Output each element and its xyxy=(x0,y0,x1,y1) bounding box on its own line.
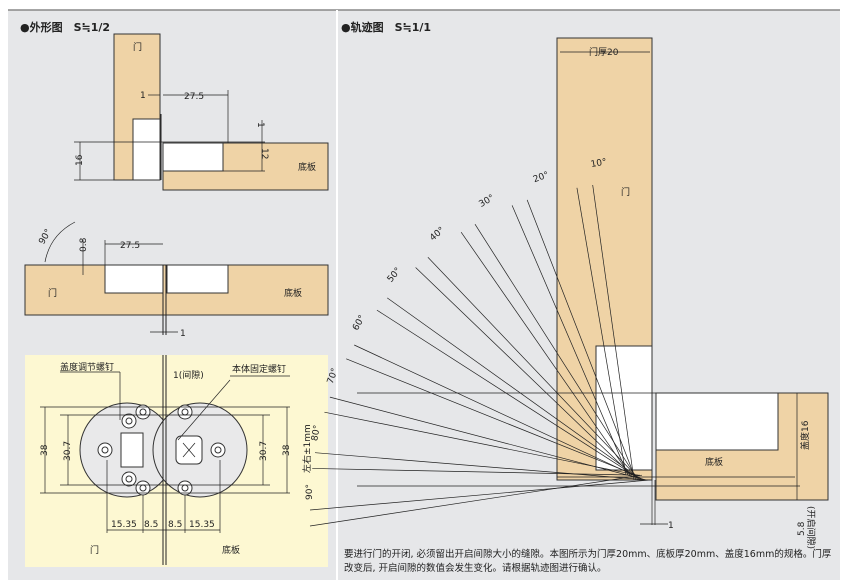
side-dim-27-5: 27.5 xyxy=(120,241,140,251)
trajectory-line-10 xyxy=(592,184,635,481)
top-view: 1 27.5 1 12 16 门 底板 xyxy=(74,33,329,191)
right-title: ●轨迹图 S≒1/1 xyxy=(341,20,431,34)
door-label: 门 xyxy=(133,41,142,53)
board-label: 底板 xyxy=(298,161,316,173)
cover-label: 盖度16 xyxy=(799,420,811,450)
plan-door-label: 门 xyxy=(90,544,99,556)
trajectory-line-20 xyxy=(526,199,637,481)
plan-view: 盖度调节螺钉 1(间隙) 本体固定螺钉 38 30.7 30.7 38 左右±1… xyxy=(25,355,328,567)
traj-board-label: 底板 xyxy=(705,456,723,468)
dim-1b: 1 xyxy=(255,122,265,128)
gap-label: 1(间隙) xyxy=(173,369,204,381)
side-dim-gap: 1 xyxy=(180,329,186,339)
trajectory-line-30 xyxy=(460,232,631,476)
bottom-dim-1: 15.35 xyxy=(111,520,137,530)
adjust-label: 左右±1mm xyxy=(301,424,313,473)
open-gap-label: (开启间隙) xyxy=(805,506,817,549)
trajectory-line-90 xyxy=(309,474,643,527)
trajectory-line-80 xyxy=(312,468,641,476)
traj-door-label: 门 xyxy=(621,186,630,198)
dim-16: 16 xyxy=(75,154,85,166)
dim-38-left: 38 xyxy=(40,444,50,456)
trajectory-line-40 xyxy=(427,256,641,481)
dim-27-5: 27.5 xyxy=(184,92,204,102)
angle-label-80: 80° xyxy=(310,424,323,441)
trajectory-line-90 xyxy=(309,479,651,511)
left-title: ●外形图 S≒1/2 xyxy=(20,20,110,34)
side-board-label: 底板 xyxy=(284,287,302,299)
plan-board-label: 底板 xyxy=(222,544,240,556)
cover-screw-label: 盖度调节螺钉 xyxy=(60,361,114,373)
trajectory-line-80 xyxy=(314,452,649,481)
note-text: 要进行门的开闭, 必须留出开启间隙大小的缝隙。本图所示为门厚20mm、底板厚20… xyxy=(344,549,832,574)
trajectory-line-30 xyxy=(474,224,639,481)
bottom-dim-2: 8.5 xyxy=(144,520,158,530)
side-door-label: 门 xyxy=(48,287,57,299)
bottom-dim-3: 8.5 xyxy=(168,520,182,530)
dim-30-7-right: 30.7 xyxy=(259,441,269,461)
trajectory-line-40 xyxy=(415,267,633,476)
side-view: 90° 0.8 27.5 门 底板 1 xyxy=(24,221,329,339)
angle-label-90: 90° xyxy=(305,484,315,500)
traj-dim-1: 1 xyxy=(668,521,674,531)
trajectory-view: 门厚20 门 底板 盖度16 5.8 (开启间隙) 1 10°20°30°40°… xyxy=(305,37,829,549)
angle-label-10: 10° xyxy=(590,157,607,170)
bottom-dim-4: 15.35 xyxy=(189,520,215,530)
trajectory-line-70 xyxy=(324,411,639,476)
trajectory-line-50 xyxy=(387,297,643,481)
body-screw-label: 本体固定螺钉 xyxy=(232,363,286,375)
dim-1: 1 xyxy=(140,91,146,101)
dim-0-8: 0.8 xyxy=(79,237,89,252)
dim-5-8: 5.8 xyxy=(797,521,807,536)
door-thickness: 门厚20 xyxy=(589,46,619,58)
trajectory-line-60 xyxy=(346,358,637,476)
trajectory-lines xyxy=(309,184,651,527)
trajectory-line-60 xyxy=(354,344,645,481)
dim-12: 12 xyxy=(259,148,269,159)
dim-38-right: 38 xyxy=(282,444,292,456)
dim-30-7-left: 30.7 xyxy=(63,441,73,461)
trajectory-line-20 xyxy=(511,205,629,476)
trajectory-line-10 xyxy=(576,187,627,476)
trajectory-line-50 xyxy=(376,309,635,476)
